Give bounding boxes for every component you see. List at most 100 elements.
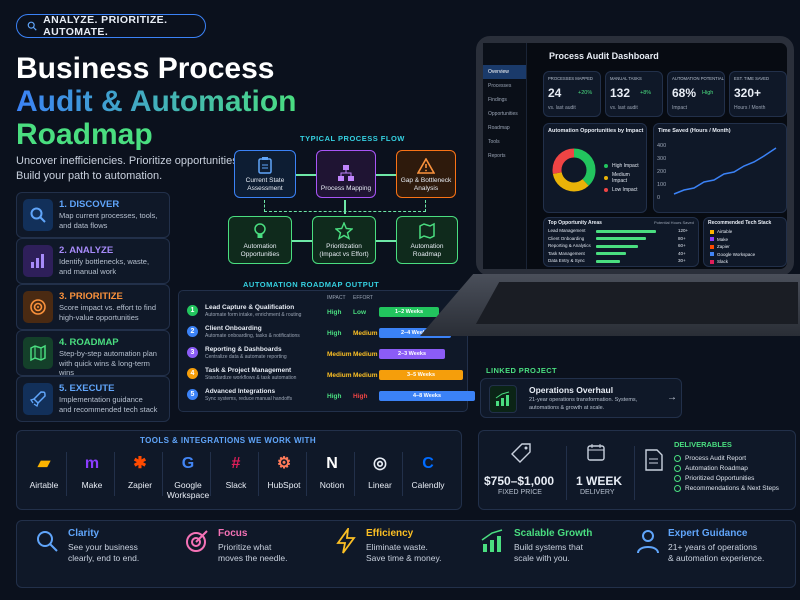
zapier-logo-icon: ✱ (133, 455, 147, 472)
tech-stack-item: Google Workspace (710, 252, 755, 257)
deliverables-list: Process Audit Report Automation Roadmap … (674, 452, 779, 492)
roadmap-row: 1 Lead Capture & Qualification Automate … (183, 303, 465, 323)
lightning-icon (336, 528, 356, 554)
deliverable-item: Process Audit Report (674, 455, 779, 462)
top-area-bar (596, 244, 638, 248)
divider (634, 446, 635, 500)
badge-text: ANALYZE. PRIORITIZE. AUTOMATE. (43, 14, 168, 38)
flow-arrow (376, 240, 396, 242)
flow-node-prioritization: Prioritization(Impact vs Effort) (312, 216, 376, 264)
nav-item-tools[interactable]: Tools (488, 139, 500, 145)
linear-logo-icon: ◎ (373, 455, 387, 472)
kpi-card: MANUAL TASKS 132 +8% vs. last audit (605, 71, 663, 117)
top-area-value: 80+ (678, 235, 686, 241)
top-area-bar (596, 237, 646, 240)
top-area-value: 40+ (678, 250, 686, 256)
map-icon (23, 337, 53, 369)
title-line-2: Audit & Automation (16, 85, 297, 118)
flow-arrow (376, 174, 396, 176)
nav-item-opportunities[interactable]: Opportunities (488, 111, 518, 117)
impact-donut (552, 148, 596, 192)
roadmap-row: 4 Task & Project Management Standardize … (183, 366, 465, 386)
tool-calendly: C Calendly (411, 455, 445, 490)
roadmap-row: 2 Client Onboarding Automate onboarding,… (183, 324, 465, 344)
linked-desc: 21-year operations transformation. Syste… (529, 397, 638, 411)
impact-header: IMPACT (327, 295, 346, 301)
row-number: 1 (187, 305, 198, 316)
top-areas-header: Potential Hours Saved (654, 220, 694, 225)
tagline-badge: ANALYZE. PRIORITIZE. AUTOMATE. (16, 14, 206, 38)
row-number: 5 (187, 389, 198, 400)
nav-item-processes[interactable]: Processes (488, 83, 512, 89)
calendly-logo-icon: C (422, 455, 434, 472)
row-impact: High (327, 393, 342, 400)
dashboard-title: Process Audit Dashboard (549, 51, 659, 61)
magnifier-icon (37, 531, 58, 552)
bar-chart-icon (23, 245, 53, 277)
row-effort: High (353, 393, 368, 400)
deliverable-item: Recommendations & Next Steps (674, 485, 779, 492)
target-icon (23, 291, 53, 323)
document-check-icon (644, 448, 664, 477)
divider (402, 452, 403, 496)
donut-card: Automation Opportunities by Impact High … (543, 123, 647, 213)
growth-chart-icon (489, 385, 517, 413)
deliverables-title: DELIVERABLES (674, 440, 732, 449)
top-area-bar (596, 252, 626, 255)
title-line-1: Business Process (16, 52, 275, 85)
row-desc: Centralize data & automate reporting (205, 354, 287, 360)
flow-connector (344, 200, 346, 214)
app-logo-icon (710, 229, 714, 234)
deliverable-item: Prioritized Opportunities (674, 475, 779, 482)
kpi-card: EST. TIME SAVED 320+ Hours / Month (729, 71, 787, 117)
top-areas-title: Top Opportunity Areas (548, 220, 602, 226)
nav-item-roadmap[interactable]: Roadmap (488, 125, 510, 131)
linked-project-card[interactable]: Operations Overhaul 21-year operations t… (480, 378, 682, 418)
star-icon (335, 222, 353, 240)
app-logo-icon (710, 259, 714, 264)
divider (162, 452, 163, 496)
flowchart-icon (338, 165, 354, 181)
row-effort: Low (353, 309, 366, 316)
tool-zapier: ✱ Zapier (127, 455, 153, 490)
nav-item-overview[interactable]: Overview (483, 65, 526, 79)
row-impact: Medium (327, 351, 352, 358)
slack-logo-icon: # (231, 455, 241, 472)
top-area-bar (596, 259, 620, 263)
row-desc: Automate onboarding, tasks & notificatio… (205, 333, 300, 339)
flow-node-process-mapping: Process Mapping (316, 150, 376, 198)
tool-slack: # Slack (225, 455, 247, 490)
delivery-label: DELIVERY (580, 489, 615, 496)
person-icon (637, 530, 659, 554)
divider (66, 452, 67, 496)
donut-title: Automation Opportunities by Impact (548, 128, 644, 134)
top-area-value: 120+ (678, 228, 689, 233)
row-title: Advanced Integrations (205, 388, 276, 395)
divider (210, 452, 211, 496)
warning-icon (417, 158, 435, 174)
divider (114, 452, 115, 496)
arrow-right-icon[interactable]: → (667, 392, 677, 403)
subtitle: Uncover inefficiencies. Prioritize oppor… (16, 155, 241, 182)
map-icon (419, 222, 435, 240)
tool-linear: ◎ Linear (368, 455, 392, 490)
divider (258, 452, 259, 496)
row-desc: Standardize workflows & task automation (205, 375, 297, 381)
row-effort: Medium (353, 330, 378, 337)
nav-item-reports[interactable]: Reports (488, 153, 506, 159)
offer-panel (478, 430, 796, 510)
row-desc: Automate form intake, enrichment & routi… (205, 312, 302, 318)
nav-item-findings[interactable]: Findings (488, 97, 507, 103)
row-effort: Medium (353, 372, 378, 379)
row-number: 3 (187, 347, 198, 358)
row-timeline-bar: 1–2 Weeks (379, 307, 439, 317)
top-area-bar (596, 229, 656, 233)
